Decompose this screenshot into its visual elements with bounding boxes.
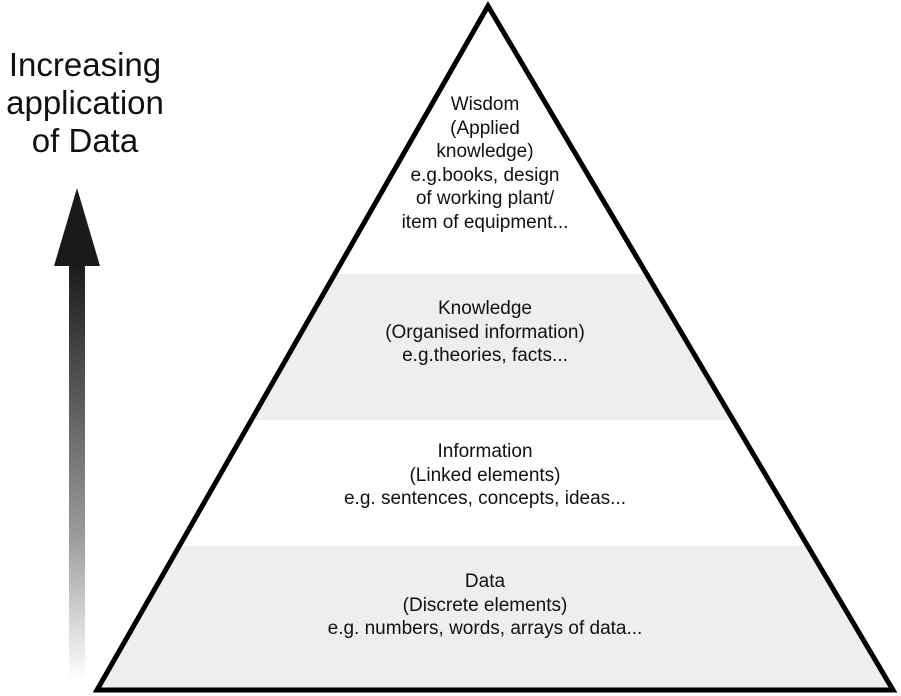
tier-line: e.g. numbers, words, arrays of data... bbox=[327, 618, 643, 639]
tier-title: Wisdom bbox=[450, 94, 520, 115]
tier-line: of working plant/ bbox=[415, 188, 555, 209]
increasing-arrow-icon bbox=[54, 188, 100, 680]
tier-title: Information bbox=[437, 441, 533, 462]
axis-label: Increasing application of Data bbox=[0, 46, 170, 160]
axis-label-line: of Data bbox=[31, 122, 139, 159]
knowledge-tier-text: Knowledge (Organised information) e.g.th… bbox=[330, 297, 640, 368]
tier-line: e.g.theories, facts... bbox=[402, 345, 568, 366]
arrow-shaft bbox=[69, 262, 85, 680]
tier-line: e.g. sentences, concepts, ideas... bbox=[343, 488, 626, 509]
tier-line: (Discrete elements) bbox=[402, 594, 568, 616]
tier-line: (Linked elements) bbox=[409, 464, 561, 486]
information-tier-text: Information (Linked elements) e.g. sente… bbox=[300, 440, 670, 511]
axis-label-line: Increasing bbox=[8, 46, 162, 83]
data-tier-band bbox=[97, 546, 893, 690]
tier-line: item of equipment... bbox=[401, 211, 569, 233]
wisdom-tier-text: Wisdom (Applied knowledge) e.g.books, de… bbox=[340, 93, 630, 234]
tier-title: Data bbox=[464, 571, 506, 592]
tier-title: Knowledge bbox=[437, 298, 533, 319]
pyramid-outline bbox=[92, 1, 898, 693]
tier-line: (Organised information) bbox=[385, 321, 585, 343]
arrow-head bbox=[54, 188, 100, 266]
axis-label-line: application bbox=[6, 84, 164, 121]
tier-line: (Applied bbox=[450, 117, 520, 139]
tier-line: e.g.books, design bbox=[410, 164, 560, 186]
data-tier-text: Data (Discrete elements) e.g. numbers, w… bbox=[270, 570, 700, 641]
tier-line: knowledge) bbox=[436, 141, 534, 162]
